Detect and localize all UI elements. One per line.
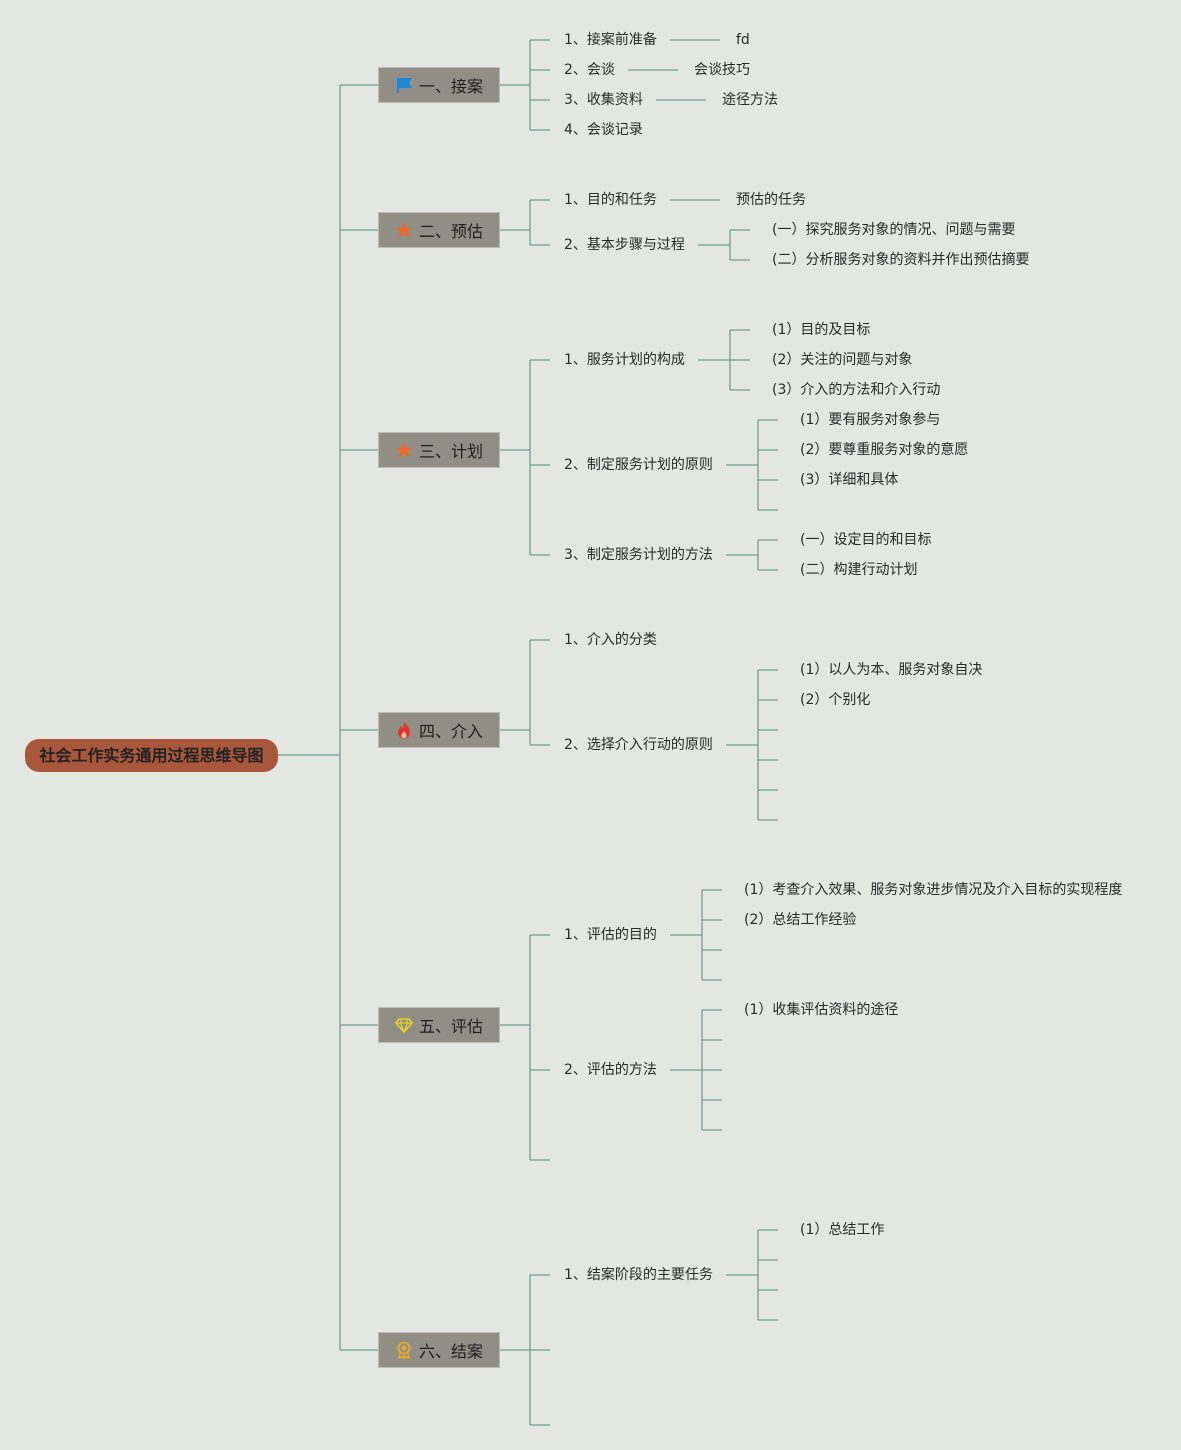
section-node[interactable]: 二、预估	[378, 212, 500, 248]
section-node[interactable]: 一、接案	[378, 67, 500, 103]
child-label[interactable]: (1）考查介入效果、服务对象进步情况及介入目标的实现程度	[744, 882, 1123, 898]
child-label[interactable]: (2）个别化	[800, 692, 871, 708]
root-node[interactable]: 社会工作实务通用过程思维导图	[25, 739, 278, 772]
section-label: 四、介入	[418, 722, 483, 741]
section-label: 二、预估	[418, 222, 483, 241]
child-label[interactable]: (1）收集评估资料的途径	[744, 1002, 899, 1018]
section-label: 一、接案	[418, 77, 483, 96]
child-label[interactable]: (二）分析服务对象的资料并作出预估摘要	[772, 252, 1030, 268]
child-label[interactable]: 会谈技巧	[694, 62, 750, 78]
child-label[interactable]: (1）以人为本、服务对象自决	[800, 662, 983, 678]
item-label[interactable]: 1、评估的目的	[564, 927, 657, 943]
child-label[interactable]: (2）总结工作经验	[744, 912, 857, 928]
child-label[interactable]: (二）构建行动计划	[800, 562, 918, 578]
item-label[interactable]: 2、评估的方法	[564, 1062, 657, 1078]
item-label[interactable]: 1、服务计划的构成	[564, 352, 685, 368]
child-label[interactable]: (2）要尊重服务对象的意愿	[800, 442, 969, 458]
item-label[interactable]: 4、会谈记录	[564, 122, 643, 138]
child-label[interactable]: (一）设定目的和目标	[800, 532, 932, 548]
item-label[interactable]: 1、结案阶段的主要任务	[564, 1267, 713, 1283]
star-icon	[395, 442, 412, 458]
child-label[interactable]: (3）介入的方法和介入行动	[772, 382, 941, 398]
item-label[interactable]: 2、会谈	[564, 62, 615, 78]
item-label[interactable]: 2、制定服务计划的原则	[564, 457, 713, 473]
item-label[interactable]: 3、收集资料	[564, 92, 643, 108]
child-label[interactable]: 途径方法	[722, 92, 778, 108]
child-label[interactable]: (3）详细和具体	[800, 472, 899, 488]
item-label[interactable]: 1、接案前准备	[564, 32, 657, 48]
child-label[interactable]: (1）目的及目标	[772, 322, 871, 338]
section-node[interactable]: 四、介入	[378, 712, 500, 748]
child-label[interactable]: (1）总结工作	[800, 1222, 885, 1238]
section-node[interactable]: 六、结案	[378, 1332, 500, 1368]
medal-icon	[397, 1341, 411, 1359]
flag-icon	[396, 78, 412, 93]
child-label[interactable]: (一）探究服务对象的情况、问题与需要	[772, 222, 1016, 238]
child-label[interactable]: (1）要有服务对象参与	[800, 412, 941, 428]
section-label: 三、计划	[418, 442, 483, 461]
item-label[interactable]: 1、介入的分类	[564, 632, 657, 648]
section-node[interactable]: 三、计划	[378, 432, 500, 468]
child-label[interactable]: 预估的任务	[736, 192, 806, 208]
item-label[interactable]: 3、制定服务计划的方法	[564, 547, 713, 563]
star-icon	[395, 222, 412, 238]
section-label: 六、结案	[418, 1342, 483, 1361]
item-label[interactable]: 2、基本步骤与过程	[564, 237, 685, 253]
item-label[interactable]: 1、目的和任务	[564, 192, 657, 208]
child-label[interactable]: (2）关注的问题与对象	[772, 352, 913, 368]
diamond-icon	[394, 1018, 413, 1034]
section-node[interactable]: 五、评估	[378, 1007, 500, 1043]
fire-icon	[397, 722, 410, 739]
child-label[interactable]: fd	[736, 32, 750, 48]
section-label: 五、评估	[418, 1017, 483, 1036]
item-label[interactable]: 2、选择介入行动的原则	[564, 737, 713, 753]
